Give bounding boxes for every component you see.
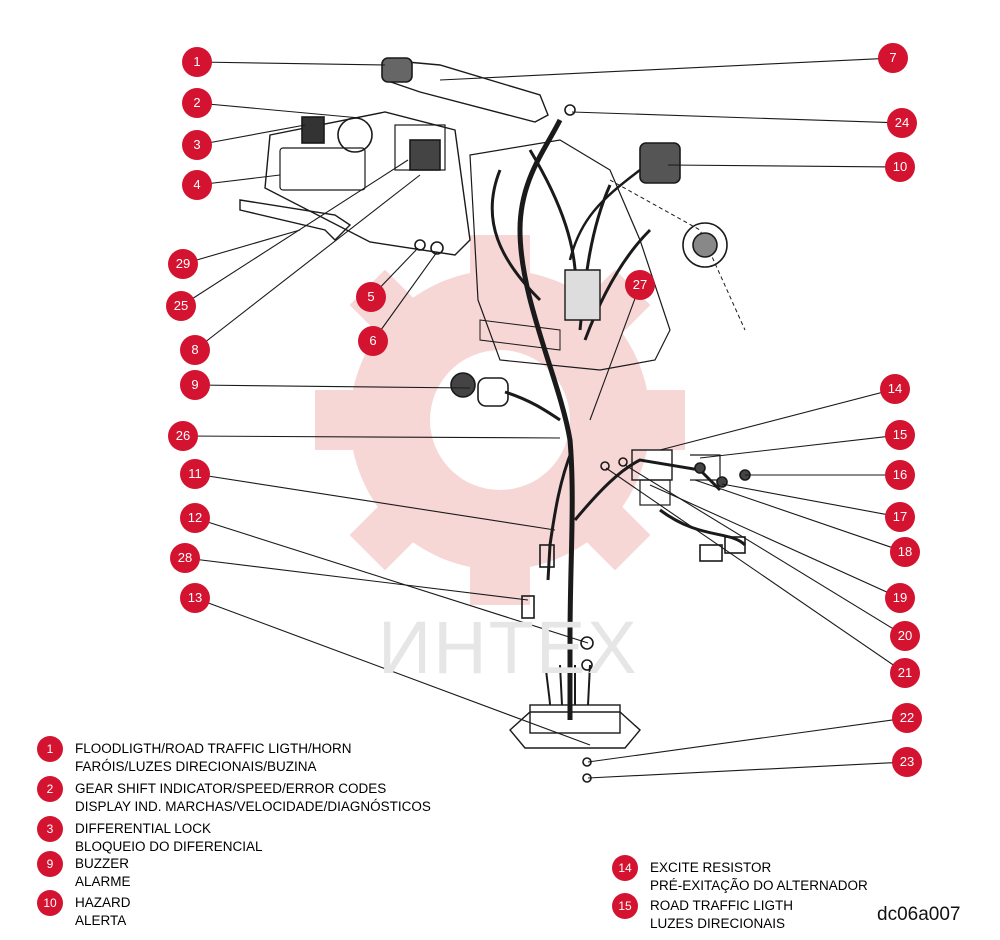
callout-19: 19	[885, 583, 915, 613]
callout-12: 12	[180, 503, 210, 533]
leader-line-7	[439, 57, 894, 81]
leader-line-26	[182, 435, 561, 439]
leader-line-14	[659, 388, 896, 451]
leader-line-11	[194, 473, 556, 531]
leader-line-28	[184, 557, 529, 601]
legend-badge: 3	[37, 816, 63, 842]
leader-line-22	[587, 717, 908, 763]
legend-label-en: DIFFERENTIAL LOCK	[75, 821, 212, 836]
callout-4: 4	[182, 170, 212, 200]
callout-25: 25	[166, 291, 196, 321]
leader-line-24	[571, 111, 903, 124]
legend-label-pt: BLOQUEIO DO DIFERENCIAL	[75, 839, 263, 854]
leader-lines	[180, 57, 908, 779]
leader-line-9	[194, 384, 471, 389]
leader-line-8	[194, 174, 421, 351]
legend-badge: 14	[612, 855, 638, 881]
legend-label-en: HAZARD	[75, 895, 131, 910]
callout-22: 22	[892, 703, 922, 733]
callout-26: 26	[168, 421, 198, 451]
legend-badge: 2	[37, 776, 63, 802]
legend-label-en: BUZZER	[75, 856, 129, 871]
legend-badge: 15	[612, 893, 638, 919]
legend-label-pt: ALARME	[75, 874, 131, 889]
callout-6: 6	[358, 326, 388, 356]
brand-watermark: ИНТЕХ	[378, 606, 639, 689]
leader-line-13	[194, 597, 591, 746]
callout-7: 7	[878, 43, 908, 73]
leader-line-12	[194, 517, 589, 644]
legend-label-pt: ALERTA	[75, 913, 127, 928]
callout-16: 16	[885, 460, 915, 490]
leader-line-25	[180, 159, 409, 307]
legend-badge: 9	[37, 851, 63, 877]
leader-line-29	[182, 229, 301, 265]
callout-21: 21	[890, 658, 920, 688]
figure-code: dc06a007	[877, 904, 961, 925]
callout-20: 20	[890, 621, 920, 651]
callout-29: 29	[168, 249, 198, 279]
legend-badge: 10	[37, 890, 63, 916]
callout-14: 14	[880, 374, 910, 404]
leader-line-19	[649, 484, 901, 599]
callout-23: 23	[892, 747, 922, 777]
legend-label-en: EXCITE RESISTOR	[650, 860, 772, 875]
leader-line-18	[694, 479, 906, 553]
callout-1: 1	[182, 47, 212, 77]
callout-13: 13	[180, 583, 210, 613]
leader-line-23	[587, 761, 908, 779]
leader-line-3	[196, 124, 306, 146]
legend-label-pt: DISPLAY IND. MARCHAS/VELOCIDADE/DIAGNÓST…	[75, 799, 431, 814]
callout-2: 2	[182, 88, 212, 118]
callout-28: 28	[170, 543, 200, 573]
callout-15: 15	[885, 420, 915, 450]
gear-watermark-icon	[315, 235, 685, 605]
callout-17: 17	[885, 502, 915, 532]
leader-line-10	[667, 164, 901, 168]
callout-11: 11	[180, 459, 210, 489]
callout-8: 8	[180, 335, 210, 365]
legend-label-pt: LUZES DIRECIONAIS	[650, 916, 786, 931]
legend-label-en: FLOODLIGTH/ROAD TRAFFIC LIGTH/HORN	[75, 741, 352, 756]
legend-label-en: GEAR SHIFT INDICATOR/SPEED/ERROR CODES	[75, 781, 387, 796]
leader-line-2	[196, 102, 361, 119]
harness-parts	[239, 57, 751, 783]
leader-line-1	[196, 61, 386, 66]
legend-badge: 1	[37, 736, 63, 762]
leader-line-6	[372, 251, 438, 342]
callout-5: 5	[356, 282, 386, 312]
leader-line-27	[589, 284, 641, 421]
legend-label-pt: PRÉ-EXITAÇÃO DO ALTERNADOR	[650, 878, 868, 893]
callout-3: 3	[182, 130, 212, 160]
callout-10: 10	[885, 152, 915, 182]
leader-line-21	[605, 467, 906, 674]
callout-27: 27	[625, 270, 655, 300]
callout-18: 18	[890, 537, 920, 567]
callout-9: 9	[180, 370, 210, 400]
callout-24: 24	[887, 108, 917, 138]
leader-line-20	[624, 464, 906, 637]
legend-label-en: ROAD TRAFFIC LIGTH	[650, 898, 794, 913]
legend-label-pt: FARÓIS/LUZES DIRECIONAIS/BUZINA	[75, 759, 317, 774]
leader-line-15	[699, 434, 901, 459]
leader-line-17	[721, 483, 901, 518]
